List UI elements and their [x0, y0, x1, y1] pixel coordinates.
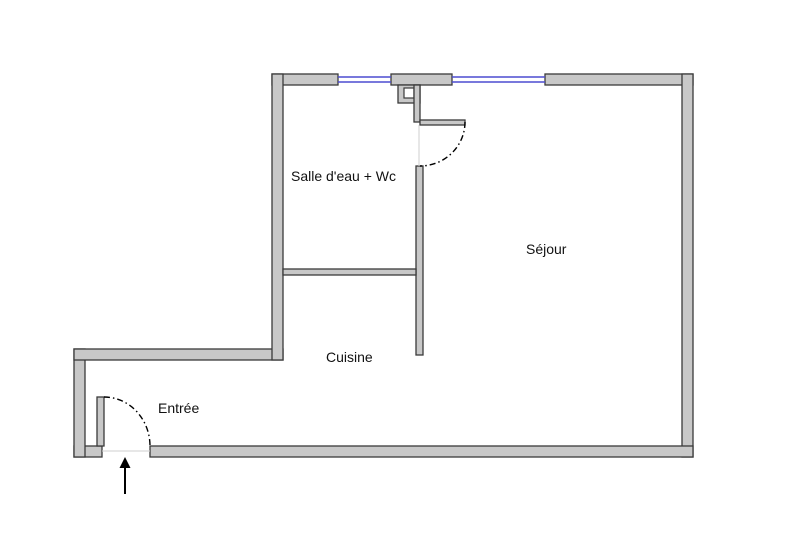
- bathroom-kitchen-wall: [282, 268, 417, 276]
- wall-entree-top: [73, 348, 284, 361]
- wall-upper-left: [271, 73, 284, 361]
- bathroom-door-leaf: [419, 119, 466, 126]
- entry-door-swing: [103, 396, 151, 447]
- arrow-up-icon: [119, 457, 131, 494]
- entry-door-leaf: [96, 396, 105, 447]
- wall-top-right: [544, 73, 694, 86]
- room-label-entree: Entrée: [158, 400, 199, 416]
- bathroom-door-swing: [419, 121, 466, 167]
- bathroom-wall-upper: [413, 84, 421, 123]
- room-label-sejour: Séjour: [526, 241, 567, 257]
- wall-top-center: [390, 73, 453, 86]
- wall-bottom-right: [149, 445, 694, 458]
- shaft-opening: [403, 87, 415, 99]
- wall-right: [681, 73, 694, 458]
- room-label-cuisine: Cuisine: [326, 349, 373, 365]
- room-label-salle-d-eau: Salle d'eau + Wc: [291, 168, 396, 184]
- outer-walls: [73, 73, 694, 458]
- bathroom-wall-lower: [415, 165, 424, 356]
- wall-left: [73, 348, 86, 458]
- windows: [338, 76, 545, 83]
- doors: [102, 121, 466, 452]
